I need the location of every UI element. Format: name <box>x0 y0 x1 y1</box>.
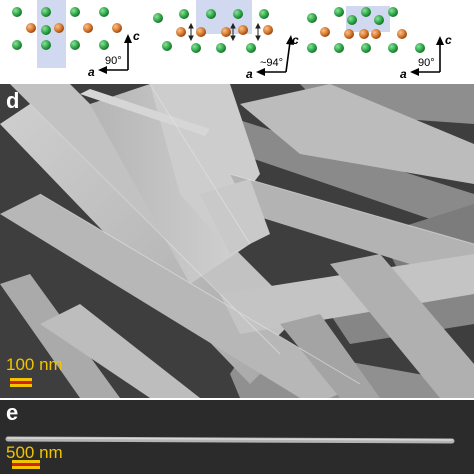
axis-a-label-1: a <box>88 65 95 79</box>
axis-c-label-1: c <box>133 29 140 43</box>
sem-image-panel-d: d 100 nm <box>0 84 474 398</box>
sem-single-nanowire-image <box>0 400 474 474</box>
angle-label-3: 90° <box>418 57 435 69</box>
axis-indicator-2 <box>256 35 294 76</box>
atom-lattice-3 <box>307 7 425 53</box>
scale-bar-d <box>10 378 32 387</box>
atom-lattice-2 <box>153 9 273 53</box>
ribbon-edge-highlights <box>29 84 474 385</box>
atom-lattice-1 <box>12 7 122 50</box>
sem-image-panel-e: e 500 nm <box>0 400 474 474</box>
axis-c-label-2: c <box>292 33 299 47</box>
crystal-structure-figure: c a 90° <box>12 0 452 81</box>
axis-a-label-2: a <box>246 67 253 81</box>
axis-indicator-3 <box>410 36 444 76</box>
scale-bar-label-d: 100 nm <box>6 355 63 374</box>
sem-nanoribbon-image <box>0 84 474 398</box>
panel-letter-e: e <box>6 400 19 425</box>
foreground-ribbons <box>0 84 474 398</box>
crystal-structure-strip: c a 90° <box>0 0 474 84</box>
panel-letter-d: d <box>6 88 20 113</box>
angle-label-2: ~94° <box>260 57 283 69</box>
axis-a-label-3: a <box>400 67 407 81</box>
axis-indicator-1 <box>98 34 132 74</box>
axis-c-label-3: c <box>445 33 452 47</box>
scale-bar-e <box>12 460 40 469</box>
scale-bar-label-e: 500 nm <box>6 443 63 462</box>
angle-label-1: 90° <box>105 55 122 67</box>
nanowire <box>5 436 455 444</box>
